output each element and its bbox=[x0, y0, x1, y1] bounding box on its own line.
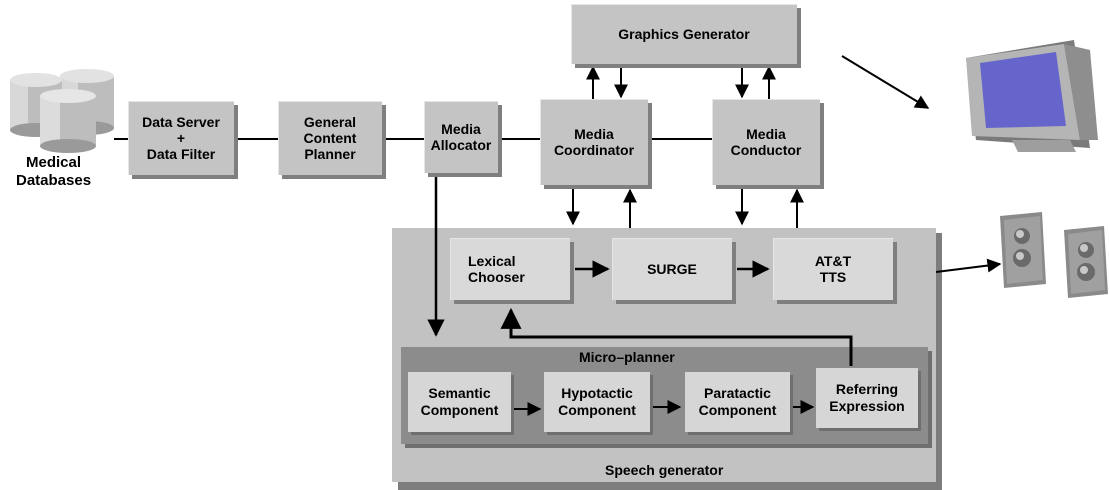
arrow-tts-to-speakers bbox=[935, 258, 1002, 273]
graphics-generator-box: Graphics Generator bbox=[571, 4, 797, 64]
media-coordinator-box: Media Coordinator bbox=[540, 99, 648, 185]
semantic-component-box: Semantic Component bbox=[408, 372, 511, 432]
speakers-icon bbox=[1000, 212, 1108, 298]
paratactic-component-box: Paratactic Component bbox=[685, 372, 790, 432]
micro-planner-title: Micro–planner bbox=[579, 349, 675, 365]
referring-expression-box: Referring Expression bbox=[816, 368, 918, 428]
database-icon bbox=[10, 69, 114, 153]
speech-generator-title: Speech generator bbox=[605, 462, 724, 478]
lexical-chooser-box: Lexical Chooser bbox=[450, 238, 570, 300]
data-server-box: Data Server + Data Filter bbox=[128, 101, 234, 175]
arrow-graphics-to-monitor bbox=[841, 55, 930, 109]
monitor-icon bbox=[966, 40, 1098, 152]
content-planner-box: General Content Planner bbox=[278, 101, 382, 175]
att-tts-box: AT&T TTS bbox=[773, 238, 893, 300]
media-conductor-box: Media Conductor bbox=[712, 99, 820, 185]
surge-box: SURGE bbox=[612, 238, 732, 300]
media-allocator-box: Media Allocator bbox=[424, 101, 498, 173]
hypotactic-component-box: Hypotactic Component bbox=[544, 372, 650, 432]
medical-databases-label: Medical Databases bbox=[16, 154, 92, 189]
arrow-referring-to-lexical bbox=[500, 307, 853, 366]
